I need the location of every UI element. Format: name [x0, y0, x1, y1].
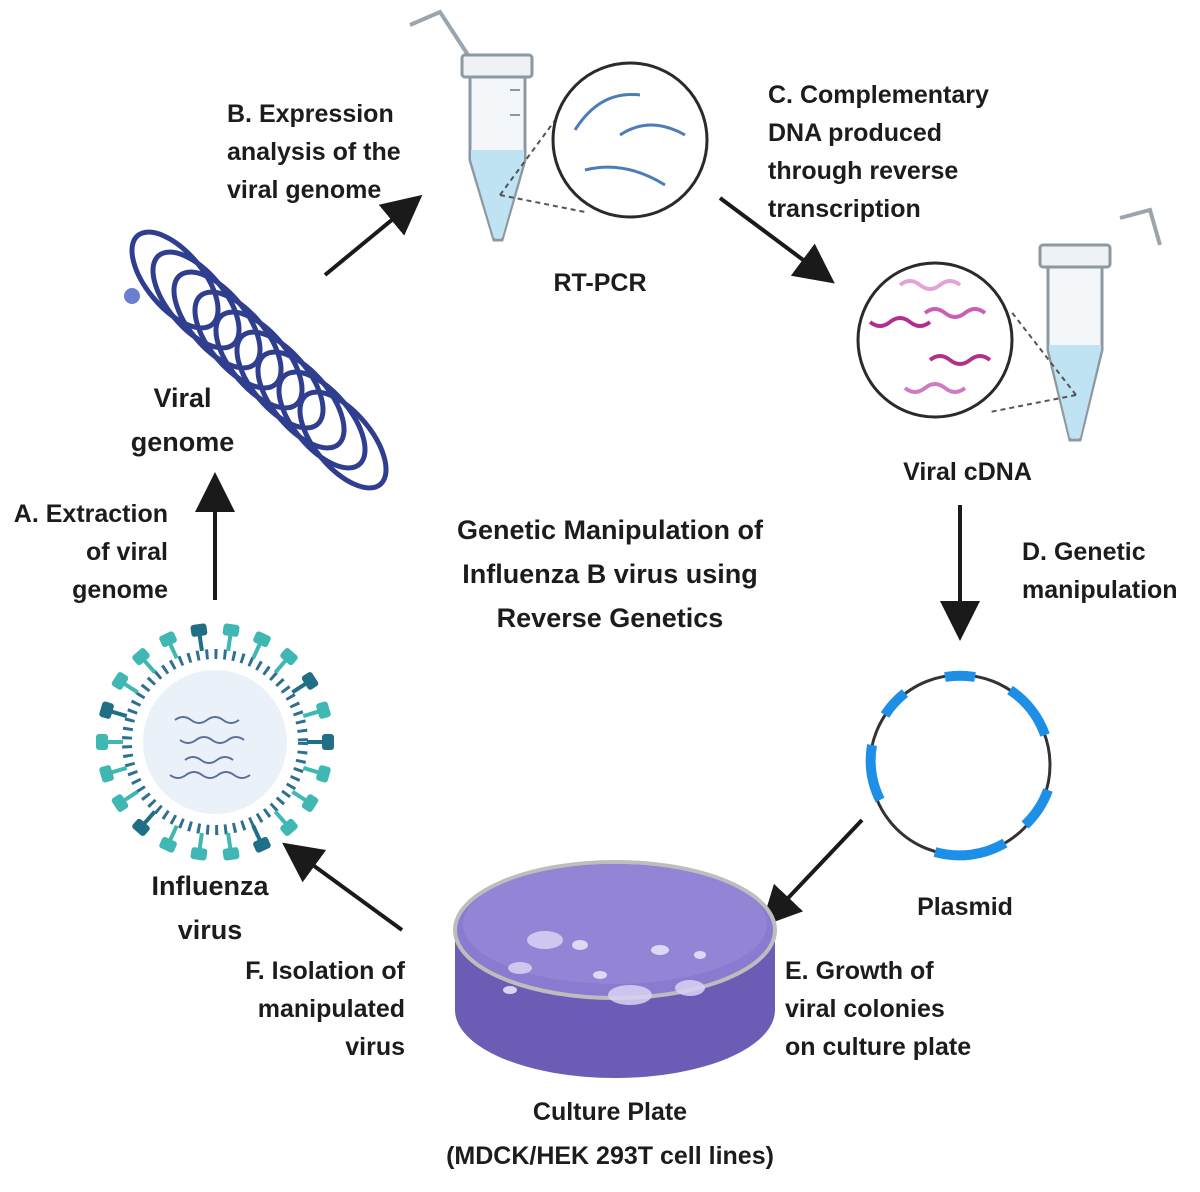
virus-spike-head: [316, 765, 331, 783]
virus-spike-stem: [251, 824, 262, 842]
virus-spike-head: [280, 818, 298, 836]
coil-loop: [297, 389, 389, 491]
virus-spike-head: [96, 734, 108, 750]
viral-cdna-label: Viral cDNA: [903, 458, 1032, 486]
virus-spike-stem: [197, 634, 204, 652]
step-b-label: B. Expression analysis of the viral geno…: [227, 95, 401, 209]
virus-spike-head: [111, 672, 129, 690]
virus-spike-head: [99, 701, 114, 719]
title-line-1: Genetic Manipulation of: [456, 515, 763, 545]
virus-spike-head: [253, 836, 271, 853]
step-c-line-4: transcription: [768, 195, 921, 223]
step-a-line-2: of viral: [86, 538, 168, 566]
step-b-line-1: B. Expression: [227, 100, 394, 128]
step-e-line-2: viral colonies: [785, 995, 945, 1023]
title-line-3: Reverse Genetics: [496, 603, 724, 633]
virus-spike-stem: [273, 810, 288, 825]
step-f-label: F. Isolation of manipulated virus: [205, 952, 405, 1066]
step-a-line-3: genome: [72, 576, 168, 604]
rt-pcr-label: RT-PCR: [553, 269, 647, 297]
virus-spike-stem: [226, 832, 233, 850]
virus-spike-head: [301, 794, 319, 812]
virus-spike-stem: [273, 659, 288, 674]
viral-cdna-illustration: [856, 207, 1162, 442]
step-c-line-2: DNA produced: [768, 119, 943, 147]
virus-spike-stem: [226, 634, 233, 652]
influenza-virus-illustration: [96, 623, 334, 861]
step-c-label: C. Complementary DNA produced through re…: [768, 76, 989, 228]
rt-pcr-tube-illustration: [409, 9, 709, 242]
virus-spike-stem: [110, 709, 128, 718]
virus-spike-head: [253, 631, 271, 648]
node-viral-genome: Viral genome: [100, 376, 265, 464]
arrow-f: [282, 842, 404, 932]
title-line-2: Influenza B virus using: [462, 559, 758, 589]
step-a-line-1: A. Extraction: [13, 500, 168, 528]
step-d-line-2: manipulation: [1022, 576, 1178, 604]
virus-spike-head: [132, 648, 150, 666]
viral-genome-coil-illustration: [124, 229, 389, 491]
virus-spike-stem: [110, 766, 128, 775]
step-f-line-3: virus: [345, 1033, 405, 1061]
virus-spike-head: [280, 648, 298, 666]
virus-spike-head: [222, 623, 240, 637]
step-b-line-2: analysis of the: [227, 138, 401, 166]
arrow-c: [718, 196, 835, 284]
node-viral-cdna: Viral cDNA: [880, 453, 1055, 491]
virus-spike-stem: [168, 642, 179, 660]
virus-spike-stem: [251, 642, 262, 660]
step-d-label: D. Genetic manipulation: [1022, 533, 1178, 609]
virus-spike-head: [99, 765, 114, 783]
step-e-label: E. Growth of viral colonies on culture p…: [785, 952, 971, 1066]
step-f-line-1: F. Isolation of: [245, 957, 405, 985]
plasmid-label: Plasmid: [917, 893, 1013, 921]
virus-spike-head: [190, 847, 208, 861]
virus-spike-head: [322, 734, 334, 750]
virus-spike-stem: [168, 824, 179, 842]
culture-plate-line-1: Culture Plate: [532, 1098, 688, 1126]
virus-spike-head: [159, 836, 177, 853]
virus-spike-stem: [291, 681, 307, 694]
step-a-label: A. Extraction of viral genome: [0, 495, 168, 609]
plasmid-illustration: [865, 670, 1053, 861]
step-b-line-3: viral genome: [227, 176, 382, 204]
node-rt-pcr: RT-PCR: [530, 264, 670, 302]
arrow-b: [323, 194, 423, 277]
step-f-line-2: manipulated: [257, 995, 405, 1023]
influenza-virus-line-2: virus: [177, 915, 243, 945]
step-c-line-1: C. Complementary: [768, 81, 989, 109]
node-culture-plate: Culture Plate (MDCK/HEK 293T cell lines): [405, 1090, 815, 1178]
virus-spike-head: [222, 847, 240, 861]
node-influenza-virus: Influenza virus: [130, 864, 290, 952]
step-e-line-1: E. Growth of: [785, 957, 934, 985]
coil-cap: [124, 288, 140, 304]
virus-spike-stem: [142, 810, 157, 825]
step-d-line-1: D. Genetic: [1022, 538, 1146, 566]
virus-spike-stem: [123, 681, 139, 694]
virus-spike-head: [132, 818, 150, 836]
influenza-virus-line-1: Influenza: [151, 871, 269, 901]
virus-spike-stem: [123, 790, 139, 803]
title-block: Genetic Manipulation of Influenza B viru…: [420, 508, 800, 640]
virus-spike-head: [111, 794, 129, 812]
virus-spike-head: [190, 623, 208, 637]
culture-plate-illustration: [453, 860, 777, 1078]
virus-spike-head: [316, 701, 331, 719]
virus-spike-head: [159, 631, 177, 648]
node-plasmid: Plasmid: [895, 888, 1035, 926]
viral-genome-line-1: Viral: [153, 383, 212, 413]
step-c-line-3: through reverse: [768, 157, 959, 185]
viral-genome-line-2: genome: [130, 427, 235, 457]
virus-spike-stem: [291, 790, 307, 803]
virus-spike-stem: [302, 766, 320, 775]
step-e-line-3: on culture plate: [785, 1033, 972, 1061]
virus-spike-stem: [197, 832, 204, 850]
virus-spike-stem: [142, 659, 157, 674]
arrow-e: [760, 818, 864, 927]
virus-spike-stem: [302, 709, 320, 718]
culture-plate-line-2: (MDCK/HEK 293T cell lines): [446, 1142, 774, 1170]
virus-spike-head: [301, 672, 319, 690]
